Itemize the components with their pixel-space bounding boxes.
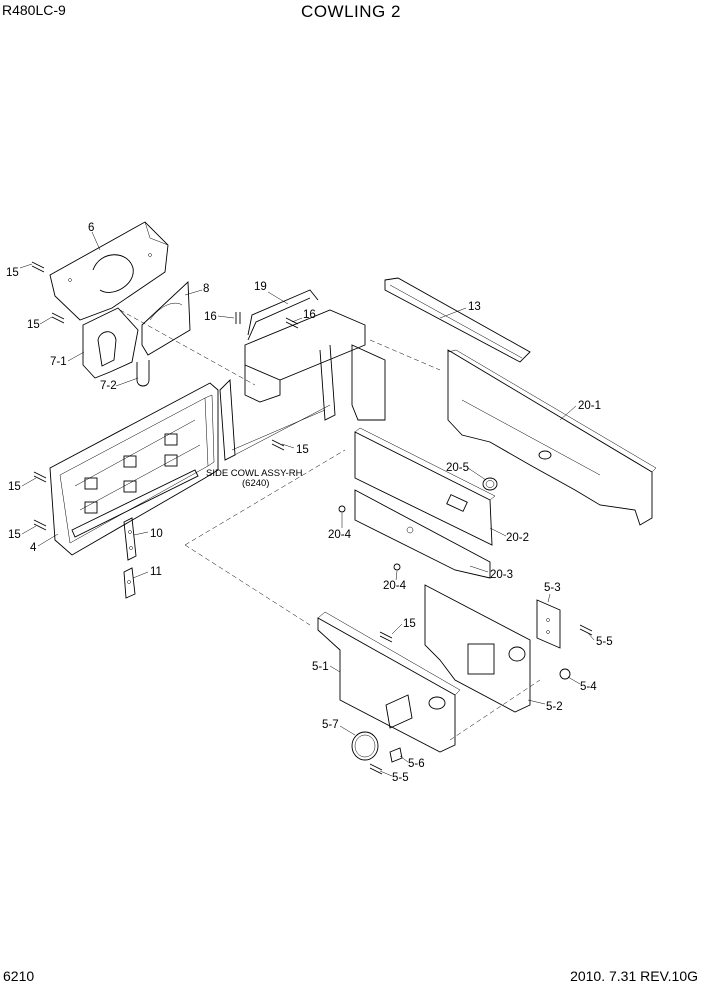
side-cowl-assy-rh (49, 382, 219, 556)
callout-15: 15 (6, 267, 19, 279)
callout-20-3: 20-3 (490, 569, 513, 581)
page-title: COWLING 2 (301, 2, 401, 21)
callout-5-5: 5-5 (392, 772, 409, 784)
callout-5-6: 5-6 (408, 758, 425, 770)
callout-15: 15 (8, 481, 21, 493)
part-7-1-plate (82, 307, 139, 379)
callout-5-2: 5-2 (546, 701, 563, 713)
callout-labels: 6 15 15 8 7-1 7-2 16 19 16 13 20-1 15 20… (6, 222, 613, 784)
callout-20-1: 20-1 (578, 400, 601, 412)
part-10-bracket (123, 517, 137, 561)
leader-lines (19, 231, 595, 777)
callout-6: 6 (88, 222, 94, 234)
callout-20-4: 20-4 (328, 529, 352, 541)
callout-15: 15 (296, 444, 309, 456)
callout-7-2: 7-2 (100, 380, 117, 392)
part-8-plate (141, 281, 191, 356)
page-number: 6210 (3, 968, 35, 984)
side-cowl-assy-label: SIDE COWL ASSY-RH (206, 468, 303, 479)
side-cowl-assy-ref: (6240) (242, 478, 269, 489)
part-5-3-plate (536, 599, 561, 649)
callout-8: 8 (203, 283, 209, 295)
callout-4: 4 (30, 542, 37, 554)
part-20-2-panel (354, 427, 496, 546)
callout-15: 15 (8, 529, 21, 541)
part-5-4-plug (559, 668, 571, 680)
part-11-bracket (123, 567, 136, 599)
callout-15: 15 (27, 319, 40, 331)
callout-20-5: 20-5 (446, 462, 469, 474)
assembly-guide-lines (119, 309, 541, 741)
callout-20-4: 20-4 (383, 580, 407, 592)
part-20-5-ring (482, 477, 498, 491)
part-6-top-cover (49, 221, 169, 321)
callout-5-3: 5-3 (544, 582, 561, 594)
part-13-rail (384, 277, 531, 363)
part-5-1-panel (317, 611, 461, 753)
callout-13: 13 (468, 301, 481, 313)
callout-19: 19 (254, 281, 267, 293)
callout-16: 16 (303, 309, 316, 321)
center-frame (219, 289, 386, 461)
part-7-2-ubolt (136, 360, 150, 387)
bolt-fasteners (31, 261, 593, 775)
callout-7-1: 7-1 (50, 356, 67, 368)
callout-5-5: 5-5 (596, 636, 613, 648)
callout-10: 10 (150, 528, 163, 540)
callout-20-2: 20-2 (506, 532, 529, 544)
part-5-7-seal (351, 731, 379, 761)
part-20-3-panel (354, 489, 491, 579)
callout-5-4: 5-4 (580, 681, 597, 693)
callout-11: 11 (150, 566, 162, 578)
callout-5-1: 5-1 (312, 661, 329, 673)
callout-16: 16 (204, 311, 217, 323)
callout-15: 15 (403, 618, 416, 630)
part-20-1-panel (447, 349, 657, 526)
model-code: R480LC-9 (2, 2, 66, 18)
callout-5-7: 5-7 (322, 719, 339, 731)
part-5-2-panel (424, 584, 531, 713)
part-5-6-clip (389, 747, 403, 763)
date-revision: 2010. 7.31 REV.10G (570, 968, 698, 984)
